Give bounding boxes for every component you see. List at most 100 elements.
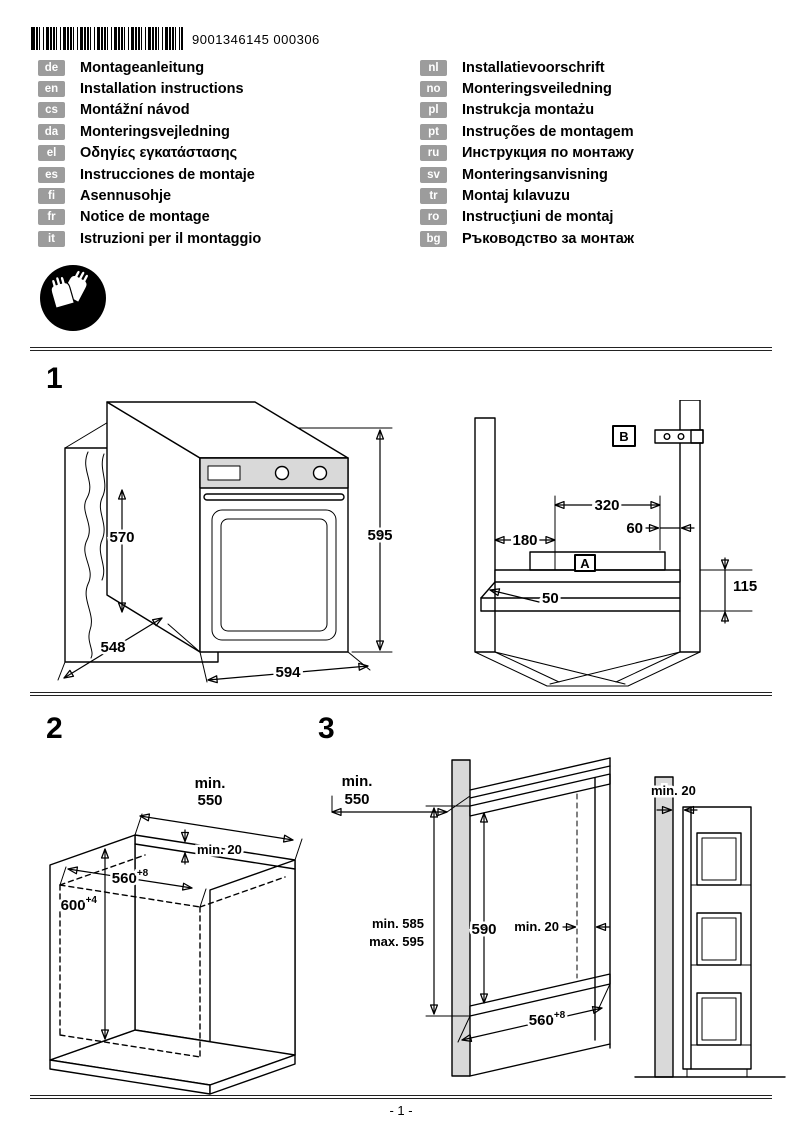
language-title: Instruções de montagem [462,123,634,140]
figure-1-label: 1 [46,362,63,395]
language-title: Instrucţiuni de montaj [462,209,614,226]
svg-text:A: A [580,556,590,571]
language-title: Instrucciones de montaje [80,166,255,183]
figure-2-label: 2 [46,712,63,745]
language-code-badge: bg [420,230,447,247]
svg-text:min.: min. [195,775,226,792]
language-row: en Installation instructions [38,78,378,99]
dim-oven-inner-height: 570 [107,489,137,613]
language-code-badge: no [420,81,447,98]
svg-text:max. 595: max. 595 [369,934,424,949]
language-code-badge: es [38,166,65,183]
svg-text:180: 180 [512,532,537,549]
language-code-badge: de [38,59,65,76]
language-list-left: de Montageanleitung en Installation instru… [38,57,378,250]
language-code-badge: el [38,145,65,162]
language-code-badge: it [38,230,65,247]
language-row: no Monteringsveiledning [420,78,770,99]
gloves-icon [40,265,106,331]
svg-text:550: 550 [344,791,369,808]
dim-niche-320: 320 [554,495,661,571]
dim-depth-min-550: min. 550 [134,775,303,861]
language-title: Инструкция по монтажу [462,145,634,162]
svg-text:600+4: 600+4 [61,895,98,914]
dim-niche-590: 590 [469,812,499,1004]
dim-oven-height: 595 [297,427,395,653]
language-row: pl Instrukcja montażu [420,100,770,121]
dim-gap-min-20: min. 20 [512,917,610,937]
language-title: Asennusohje [80,188,172,205]
oven-body [106,401,349,653]
language-title: Installation instructions [80,81,244,98]
dim-width-560: 560+8 [457,983,611,1043]
svg-text:min. 20: min. 20 [514,919,559,934]
dim-niche-115: 115 [699,557,760,624]
language-row: ru Инструкция по монтажу [420,143,770,164]
oven-knob-icon [312,465,328,481]
page-number: - 1 - [389,1103,413,1118]
language-code-badge: sv [420,166,447,183]
language-title: Monteringsveiledning [462,81,612,98]
figure1-niche-drawing: A B 320 60 180 115 50 [474,400,760,687]
barcode-text: 9001346145 000306 [192,32,320,47]
language-code-badge: da [38,123,65,140]
language-code-badge: ru [420,145,447,162]
dim-gap-min-20: min. 20 [180,829,244,865]
language-list-right: nl Installatievoorschrift no Monteringsvei… [420,57,770,250]
svg-text:min.: min. [342,773,373,790]
cabinet-body [49,834,296,1095]
figure1-oven-drawing: 570 595 548 594 [57,401,395,684]
svg-text:B: B [619,429,628,444]
svg-text:50: 50 [542,590,559,607]
figure3-column-drawing: min. 550 min. 585 max. 595 590 min. 20 5… [331,757,611,1077]
language-code-badge: nl [420,59,447,76]
language-code-badge: fi [38,188,65,205]
svg-text:550: 550 [197,792,222,809]
svg-text:560+8: 560+8 [529,1010,566,1029]
dim-wall-gap-min-20: min. 20 [649,781,698,815]
language-code-badge: pl [420,102,447,119]
oven-knob-icon [274,465,290,481]
barcode: 9001346145 000306 [31,27,320,50]
language-title: Montageanleitung [80,59,205,76]
dim-depth-min-550: min. 550 [331,773,471,817]
language-title: Monteringsvejledning [80,123,230,140]
language-code-badge: tr [420,188,447,205]
figure-3-label: 3 [318,712,335,745]
svg-text:60: 60 [626,520,643,537]
oven-handle [203,493,345,501]
divider [30,347,772,352]
language-title: Installatievoorschrift [462,59,605,76]
dim-niche-60: 60 [624,518,695,540]
language-row: nl Installatievoorschrift [420,57,770,78]
screw-icon [663,433,671,441]
dim-oven-width: 594 [199,651,371,684]
divider [30,1095,772,1100]
language-row: ro Instrucţiuni de montaj [420,207,770,228]
language-row: fi Asennusohje [38,185,378,206]
language-row: es Instrucciones de montaje [38,164,378,185]
svg-text:115: 115 [733,578,757,595]
bracket-b: B [612,425,704,447]
dim-niche-50: 50 [489,588,561,610]
wall-section [654,776,674,1078]
language-title: Monteringsanvisning [462,166,608,183]
language-code-badge: fr [38,209,65,226]
svg-text:594: 594 [275,664,301,681]
language-title: Οδηγίες εγκατάστασης [80,145,238,162]
svg-text:min. 585: min. 585 [372,916,424,931]
dim-oven-depth: 548 [57,617,201,681]
language-title: Instrukcja montażu [462,102,595,119]
dim-height-600: 600+4 [58,848,110,1040]
language-title: Ръководство за монтаж [462,230,635,247]
language-code-badge: ro [420,209,447,226]
ventilation-area-hatch [529,551,666,571]
dim-niche-180: 180 [494,530,556,552]
divider [30,692,772,697]
language-code-badge: en [38,81,65,98]
language-row: bg Ръководство за монтаж [420,228,770,249]
